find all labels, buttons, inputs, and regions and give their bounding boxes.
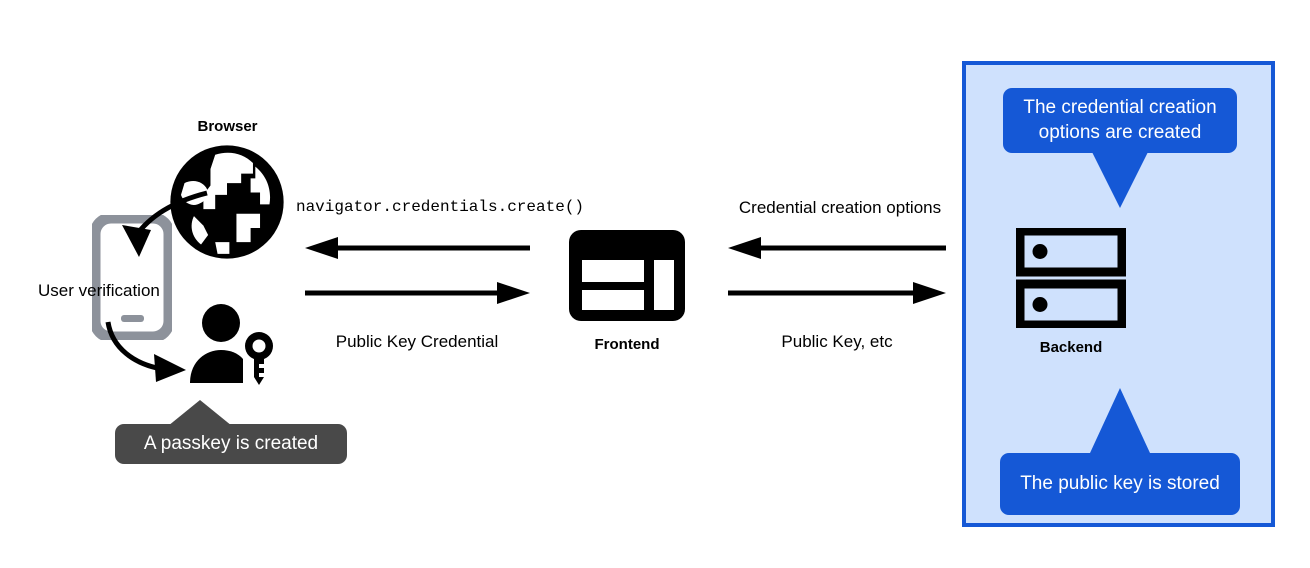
server-rack-icon (1016, 228, 1126, 328)
credential-options-callout-pointer (1092, 152, 1148, 208)
backend-label: Backend (1039, 339, 1103, 356)
passkey-callout-pointer (168, 400, 232, 426)
frontend-label: Frontend (594, 336, 660, 353)
navigator-create-label: navigator.credentials.create() (295, 198, 585, 216)
mobile-phone-icon (92, 215, 172, 340)
public-key-arrow-right (728, 282, 946, 304)
globe-icon (168, 143, 286, 261)
passkey-created-callout: A passkey is created (115, 424, 347, 464)
public-key-stored-callout: The public key is stored (1000, 453, 1240, 515)
public-key-stored-callout-pointer (1090, 388, 1150, 453)
credential-create-arrow-left (305, 237, 530, 259)
browser-label: Browser (197, 118, 258, 135)
credential-options-arrow-left (728, 237, 946, 259)
browser-to-device-arrow (95, 185, 215, 275)
public-key-credential-label: Public Key Credential (335, 332, 499, 351)
public-key-etc-label: Public Key, etc (781, 332, 893, 351)
user-with-key-icon (188, 303, 283, 389)
browser-window-icon (568, 229, 686, 322)
credential-options-created-callout: The credential creation options are crea… (1003, 88, 1237, 153)
credential-creation-options-label: Credential creation options (738, 198, 942, 217)
device-to-user-arrow (100, 318, 210, 388)
public-key-credential-arrow-right (305, 282, 530, 304)
user-verification-label: User verification (38, 281, 160, 300)
